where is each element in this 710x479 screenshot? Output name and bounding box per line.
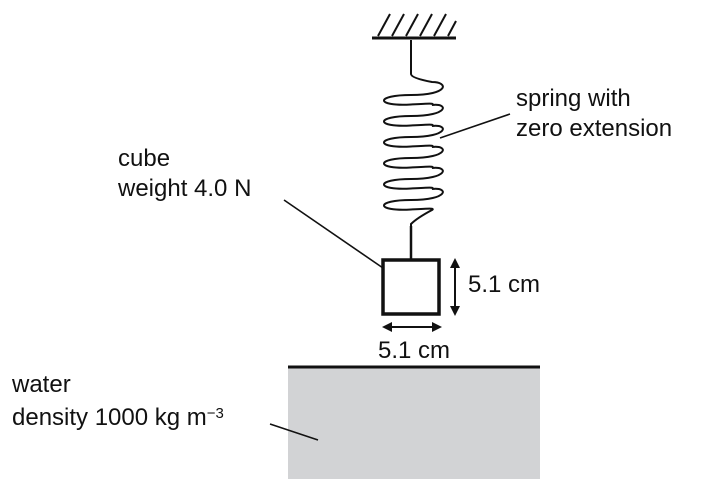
water-density-text: density 1000 kg m: [12, 404, 207, 431]
water-density-exponent: −3: [206, 405, 224, 422]
height-dimension-label: 5.1 cm: [468, 271, 541, 298]
width-dimension-arrow: [382, 322, 442, 332]
water-body: [288, 367, 540, 479]
spring-leader-line: [439, 113, 511, 139]
width-dimension-label: 5.1 cm: [378, 337, 451, 364]
cube-leader-line: [283, 199, 384, 269]
water-label-line2: density 1000 kg m−3: [12, 403, 224, 433]
cube: [381, 258, 441, 316]
water-leader-line: [269, 423, 319, 441]
water-label-line1: water: [12, 371, 71, 398]
spring-label-line2: zero extension: [516, 115, 673, 142]
ceiling-support: [372, 13, 457, 40]
spring-label-line1: spring with: [516, 85, 631, 112]
cube-label-line1: cube: [118, 145, 171, 172]
spring: [383, 40, 444, 226]
cube-label-line2: weight 4.0 N: [118, 175, 252, 202]
height-dimension-arrow: [450, 258, 460, 316]
